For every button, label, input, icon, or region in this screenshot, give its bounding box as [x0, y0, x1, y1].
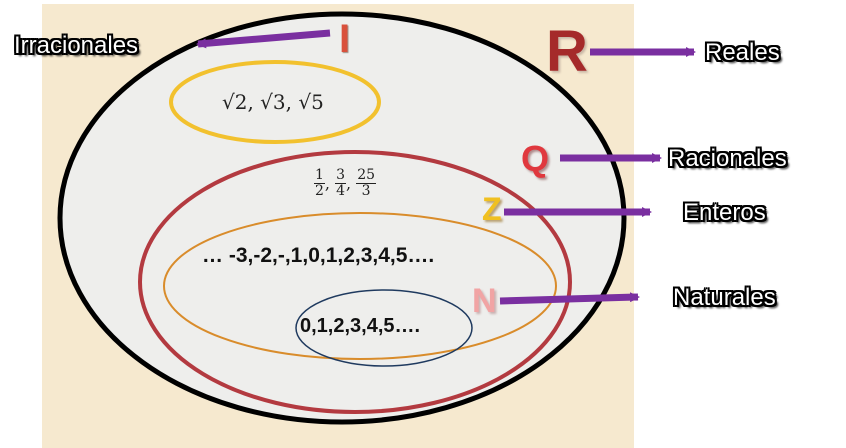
letter-z: Z	[482, 191, 502, 227]
enteros-ellipse	[163, 212, 557, 360]
irracionales-examples: √2, √3, √5	[222, 90, 324, 114]
enteros-examples: … -3,-2,-,1,0,1,2,3,4,5….	[202, 244, 435, 267]
arrow-irracionales	[196, 29, 331, 49]
naturales-ellipse	[295, 289, 473, 367]
letter-n: N	[472, 282, 497, 320]
letter-r: R	[546, 19, 588, 84]
label-racionales: Racionales	[668, 145, 787, 172]
racionales-ellipse	[138, 150, 572, 414]
reales-ellipse	[57, 11, 627, 425]
naturales-examples: 0,1,2,3,4,5….	[300, 315, 421, 337]
letter-q: Q	[521, 138, 550, 179]
label-enteros: Enteros	[683, 199, 766, 226]
label-reales: Reales	[705, 39, 780, 66]
label-irracionales: Irracionales	[14, 32, 139, 59]
arrow-naturales	[499, 292, 640, 305]
label-naturales: Naturales	[673, 284, 776, 311]
letter-i: I	[339, 17, 351, 61]
irracionales-ellipse	[169, 60, 381, 144]
